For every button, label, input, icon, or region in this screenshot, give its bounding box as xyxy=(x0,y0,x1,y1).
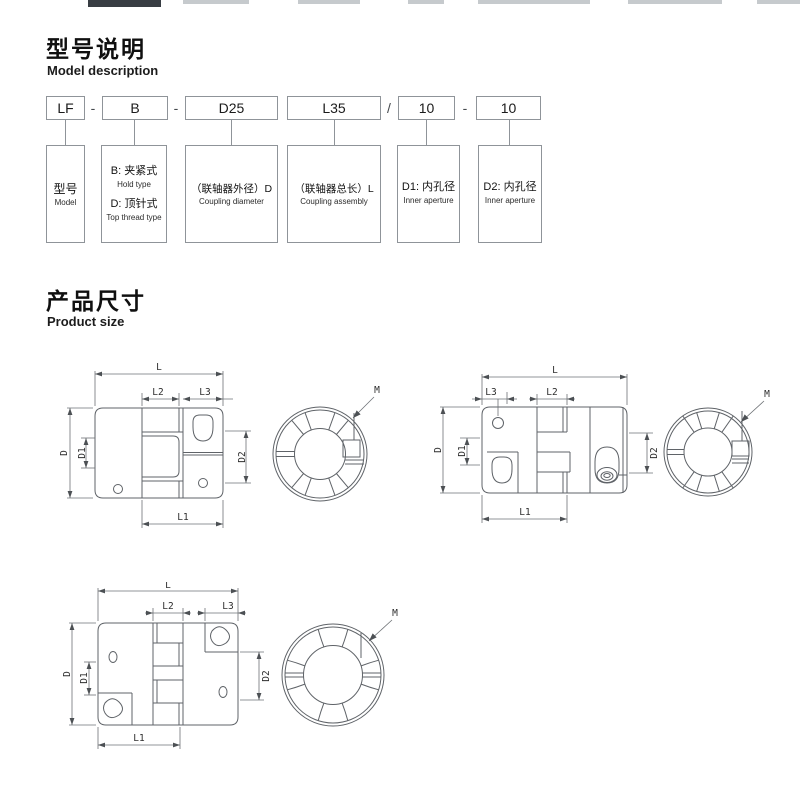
code-box-length: L35 xyxy=(287,96,381,120)
dim-label-L2: L2 xyxy=(152,387,163,398)
desc-type-zh1: B: 夹紧式 xyxy=(110,164,158,177)
header-fragment xyxy=(183,0,249,4)
dim-label-L1: L1 xyxy=(519,507,531,518)
header-fragment xyxy=(408,0,444,4)
dim-label-M: M xyxy=(392,608,398,619)
dim-label-L2: L2 xyxy=(162,601,173,612)
code-separator: / xyxy=(387,100,391,116)
desc-model-zh: 型号 xyxy=(53,181,78,196)
leader-arrow xyxy=(741,414,749,422)
front-view-drawing-2: M xyxy=(663,389,770,497)
desc-length-en: Coupling assembly xyxy=(300,196,368,206)
dim-label-D1: D1 xyxy=(79,672,90,684)
dim-label-L1: L1 xyxy=(177,512,189,523)
dim-label-D1: D1 xyxy=(77,447,88,459)
dim-label-D: D xyxy=(62,671,73,677)
code-separator: - xyxy=(173,100,179,116)
leader-arrow xyxy=(369,633,377,641)
dimension-lines xyxy=(69,588,264,749)
side-view-drawing-1: L L2 L3 L1 D D1 D2 xyxy=(59,362,251,528)
connector-line xyxy=(509,120,510,145)
dim-label-L: L xyxy=(165,582,171,591)
header-fragment xyxy=(628,0,722,4)
desc-type-zh2: D: 顶针式 xyxy=(110,198,158,210)
desc-type-en2: Top thread type xyxy=(106,212,162,222)
desc-diameter-zh: （联轴器外径）D xyxy=(190,182,273,195)
side-view-drawing-3: L L2 L3 L1 D D1 D2 xyxy=(62,582,272,749)
desc-box-model: 型号 Model xyxy=(46,145,85,243)
code-box-type: B xyxy=(102,96,168,120)
code-box-series: LF xyxy=(46,96,85,120)
size-section-subtitle: Product size xyxy=(47,314,125,329)
model-section-title: 型号说明 xyxy=(46,36,146,62)
desc-box-diameter: （联轴器外径）D Coupling diameter xyxy=(185,145,278,243)
model-section-subtitle: Model description xyxy=(47,63,159,78)
dim-label-M: M xyxy=(374,385,380,396)
dim-label-L3: L3 xyxy=(222,601,233,612)
connector-line xyxy=(134,120,135,145)
leader-arrow xyxy=(353,410,361,418)
desc-length-zh: （联轴器总长）L xyxy=(294,182,374,195)
desc-box-type: B: 夹紧式 Hold type D: 顶针式 Top thread type xyxy=(101,145,167,243)
front-view-drawing-3: M xyxy=(281,608,398,727)
dim-label-D1: D1 xyxy=(457,445,468,457)
connector-line xyxy=(426,120,427,145)
desc-box-d1: D1: 内孔径 Inner aperture xyxy=(397,145,460,243)
header-fragment xyxy=(478,0,590,4)
size-section-title: 产品尺寸 xyxy=(46,288,146,314)
dim-label-D2: D2 xyxy=(649,447,660,458)
code-box-bore2: 10 xyxy=(476,96,541,120)
header-fragment xyxy=(298,0,360,4)
coupling-slots xyxy=(667,411,750,492)
desc-d1-en: Inner aperture xyxy=(403,196,454,206)
code-box-bore1: 10 xyxy=(398,96,455,120)
dimension-lines xyxy=(440,374,653,523)
dim-label-L: L xyxy=(156,362,162,373)
connector-line xyxy=(231,120,232,145)
code-separator: - xyxy=(90,100,96,116)
coupling-slots xyxy=(285,629,381,721)
desc-box-length: （联轴器总长）L Coupling assembly xyxy=(287,145,381,243)
side-view-drawing-2: L L3 L2 L1 D D1 D2 xyxy=(433,365,660,523)
dim-label-D2: D2 xyxy=(237,451,248,462)
desc-diameter-en: Coupling diameter xyxy=(199,196,264,206)
desc-d2-zh: D2: 内孔径 xyxy=(483,181,537,194)
dim-label-D: D xyxy=(433,447,444,453)
dim-label-L3: L3 xyxy=(485,387,496,398)
code-separator: - xyxy=(462,100,468,116)
connector-line xyxy=(65,120,66,145)
coupling-slots xyxy=(276,412,364,496)
dim-label-L2: L2 xyxy=(546,387,557,398)
dim-label-L1: L1 xyxy=(133,733,145,744)
code-box-diameter: D25 xyxy=(185,96,278,120)
dim-label-D2: D2 xyxy=(261,670,272,681)
dim-label-L3: L3 xyxy=(199,387,210,398)
header-badge xyxy=(88,0,161,7)
dim-label-M: M xyxy=(764,389,770,400)
desc-model-en: Model xyxy=(54,197,77,207)
jaw-interlock xyxy=(152,622,184,726)
desc-type-en1: Hold type xyxy=(117,179,151,189)
dim-label-D: D xyxy=(59,450,70,456)
desc-d1-zh: D1: 内孔径 xyxy=(401,181,456,194)
desc-box-d2: D2: 内孔径 Inner aperture xyxy=(478,145,542,243)
connector-line xyxy=(334,120,335,145)
jaw-interlock xyxy=(537,406,590,494)
front-view-drawing-1: M xyxy=(272,385,380,502)
desc-d2-en: Inner aperture xyxy=(484,196,536,206)
dim-label-L: L xyxy=(552,365,558,376)
dimension-lines xyxy=(67,371,251,528)
header-fragment xyxy=(757,0,800,4)
